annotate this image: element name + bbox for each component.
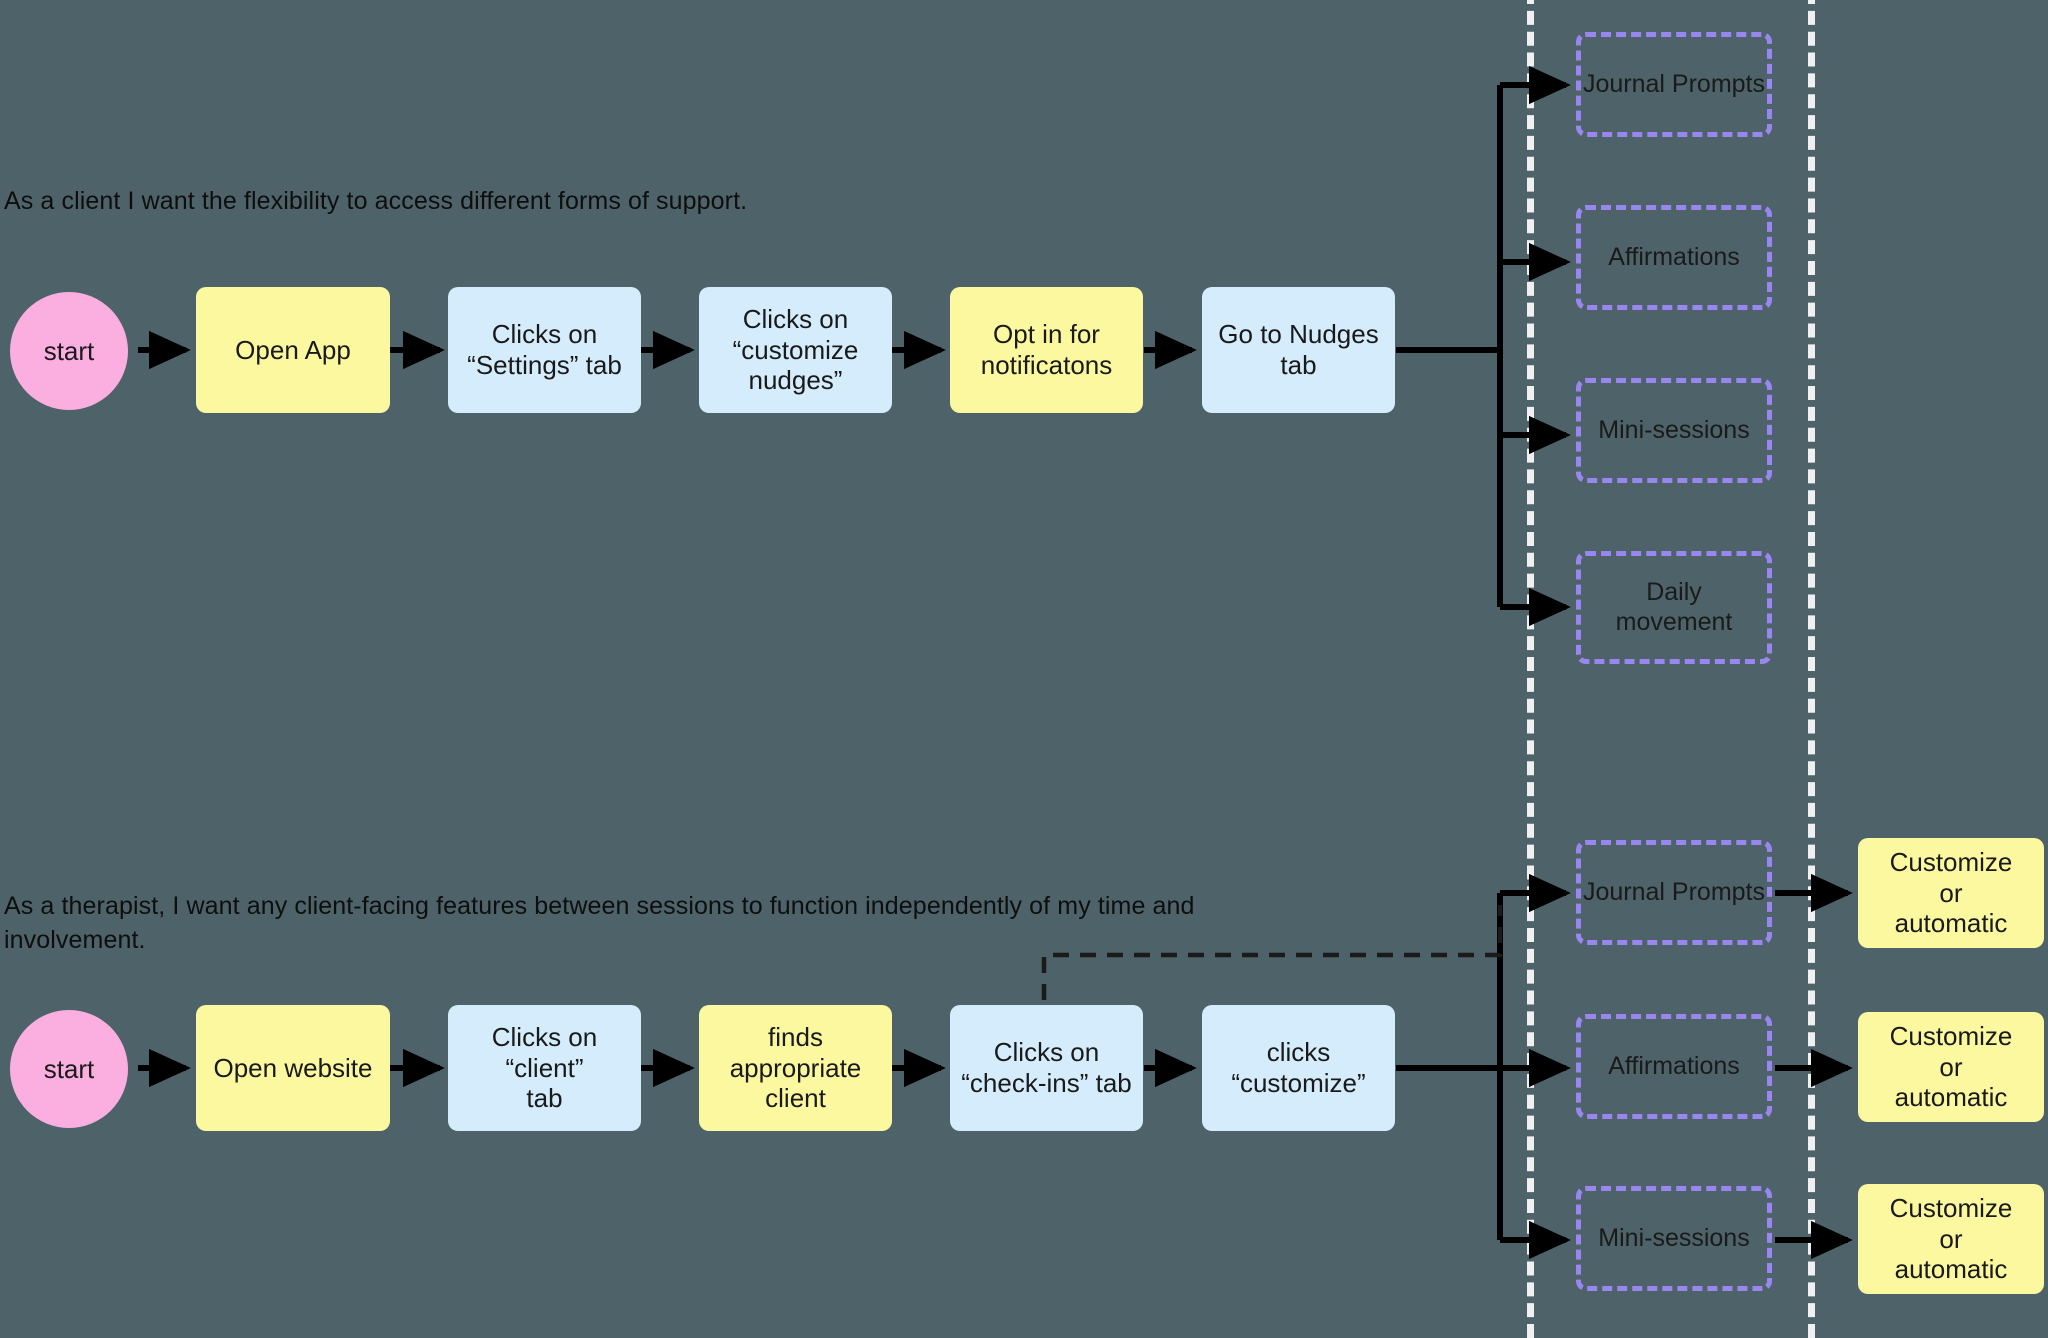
step-clicks-customize[interactable]: clicks “customize”: [1202, 1005, 1395, 1131]
output-daily-movement-client[interactable]: Daily movement: [1576, 551, 1772, 664]
output-affirmations-therapist[interactable]: Affirmations: [1576, 1014, 1772, 1119]
step-opt-in-notifications[interactable]: Opt in for notificatons: [950, 287, 1143, 413]
caption-client-story: As a client I want the flexibility to ac…: [4, 187, 748, 215]
step-go-to-nudges-tab[interactable]: Go to Nudges tab: [1202, 287, 1395, 413]
output-affirmations-client[interactable]: Affirmations: [1576, 205, 1772, 310]
step-open-app[interactable]: Open App: [196, 287, 390, 413]
step-clicks-settings-tab[interactable]: Clicks on “Settings” tab: [448, 287, 641, 413]
result-customize-or-automatic-mini-sessions[interactable]: Customize or automatic: [1858, 1184, 2044, 1294]
output-mini-sessions-client[interactable]: Mini-sessions: [1576, 378, 1772, 483]
step-open-website[interactable]: Open website: [196, 1005, 390, 1131]
output-journal-prompts-client[interactable]: Journal Prompts: [1576, 32, 1772, 137]
step-clicks-customize-nudges[interactable]: Clicks on “customize nudges”: [699, 287, 892, 413]
step-clicks-check-ins-tab[interactable]: Clicks on “check-ins” tab: [950, 1005, 1143, 1131]
result-customize-or-automatic-affirmations[interactable]: Customize or automatic: [1858, 1012, 2044, 1122]
caption-therapist-story: As a therapist, I want any client-facing…: [4, 892, 1195, 954]
output-journal-prompts-therapist[interactable]: Journal Prompts: [1576, 840, 1772, 945]
nudges-swimlane: [1527, 0, 1815, 1338]
step-clicks-client-tab[interactable]: Clicks on “client” tab: [448, 1005, 641, 1131]
start-node-therapist[interactable]: start: [10, 1010, 128, 1128]
start-node-client[interactable]: start: [10, 292, 128, 410]
step-finds-appropriate-client[interactable]: finds appropriate client: [699, 1005, 892, 1131]
result-customize-or-automatic-journal[interactable]: Customize or automatic: [1858, 838, 2044, 948]
output-mini-sessions-therapist[interactable]: Mini-sessions: [1576, 1186, 1772, 1291]
